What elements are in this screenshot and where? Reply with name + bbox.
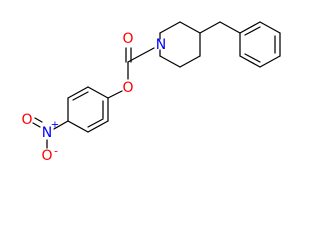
benzyl-ch2-bond <box>219 21 241 34</box>
phenyl-bond <box>239 21 261 34</box>
nitro-oxygen-top-label: O <box>21 112 32 128</box>
nitro-oxygen-bottom-charge-label: - <box>54 145 58 158</box>
phenyl-double-bond <box>244 26 261 36</box>
nitro-double-bond <box>34 117 43 123</box>
nitrophenyl-bond <box>87 86 109 99</box>
nitrophenyl-double-bond <box>87 118 104 128</box>
bond-lines <box>32 21 281 149</box>
nitro-nitrogen-charge-label: + <box>51 120 59 131</box>
nitrophenyl-double-bond <box>72 91 89 101</box>
nitrophenyl-bond <box>67 86 89 99</box>
piperidine-bond <box>159 55 181 68</box>
nitro-nitrogen-label: N <box>42 125 52 141</box>
chemical-structure-diagram: N O O N + O O - <box>21 21 281 164</box>
phenyl-double-bond <box>244 53 261 63</box>
nitrophenyl-bond <box>67 120 89 133</box>
ester-oxygen-label: O <box>122 80 133 96</box>
piperidine-bond <box>159 21 181 34</box>
nitrophenyl-bond <box>87 120 109 133</box>
phenyl-bond <box>239 55 261 68</box>
piperidine-nitrogen-label: N <box>156 37 166 53</box>
benzyl-ch2-bond <box>199 21 221 34</box>
piperidine-bond <box>179 55 201 68</box>
atom-labels: N O O N + O O - <box>21 31 166 164</box>
phenyl-bond <box>259 55 281 68</box>
nitro-attachment-bond <box>53 120 69 130</box>
piperidine-bond <box>179 21 201 34</box>
phenyl-bond <box>259 21 281 34</box>
aryl-ether-bond <box>107 90 123 99</box>
nitro-double-bond <box>32 122 41 128</box>
carbonyl-oxygen-label: O <box>122 31 133 47</box>
nitro-oxygen-bottom-label: O <box>41 148 52 164</box>
amide-bond <box>127 47 155 63</box>
